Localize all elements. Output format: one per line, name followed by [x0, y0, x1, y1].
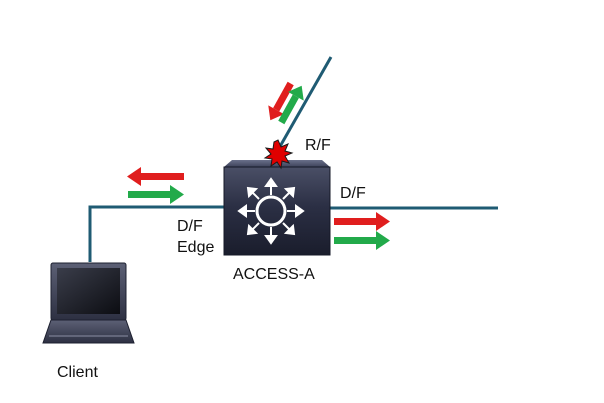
- links: [88, 56, 498, 262]
- red-arrow-left: [127, 167, 184, 186]
- layer3-switch-icon: [223, 160, 331, 256]
- client-label: Client: [57, 364, 98, 381]
- uplink-top: [276, 56, 333, 151]
- green-arrow-right: [128, 185, 184, 204]
- port-label-right-df: D/F: [340, 185, 366, 202]
- red-arrow-right: [334, 212, 390, 231]
- client-link: [88, 205, 225, 262]
- green-arrow-outbound: [278, 85, 304, 125]
- port-label-edge-df: D/F: [177, 218, 203, 235]
- right-uplink-arrows: [334, 212, 390, 250]
- port-label-top-rf: R/F: [305, 137, 331, 154]
- collision-burst-icon: [263, 139, 294, 170]
- top-uplink-arrows: [268, 81, 304, 125]
- red-arrow-inbound: [268, 81, 294, 121]
- green-arrow-right-2: [334, 231, 390, 250]
- switch-name-label: ACCESS-A: [233, 266, 315, 283]
- port-label-edge-type: Edge: [177, 239, 214, 256]
- client-side-arrows: [127, 167, 184, 204]
- laptop-icon: [42, 262, 135, 344]
